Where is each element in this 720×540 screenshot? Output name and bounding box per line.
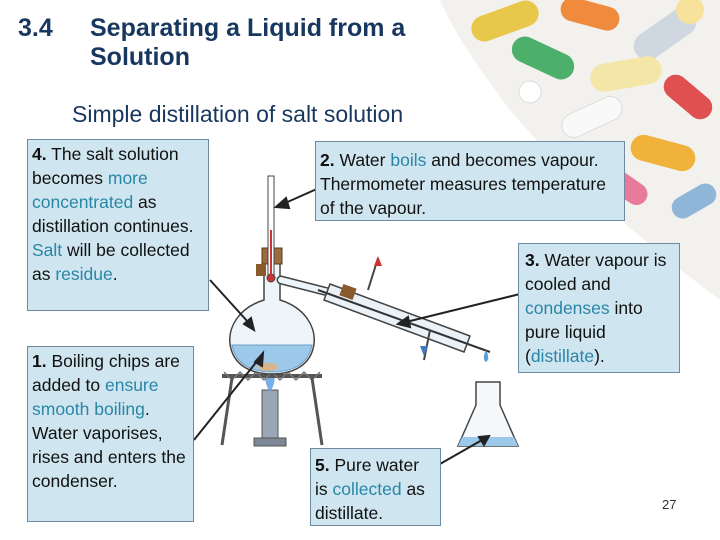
callout-step-5: 5. Pure water is collected as distillate… xyxy=(310,448,441,526)
callout-5-number: 5. xyxy=(315,455,330,475)
page-number: 27 xyxy=(662,497,677,512)
callout-step-4: 4. The salt solution becomes more concen… xyxy=(27,139,209,311)
slide-subtitle: Simple distillation of salt solution xyxy=(72,101,404,127)
callout-step-1: 1. Boiling chips are added to ensure smo… xyxy=(27,346,194,522)
callout-4-number: 4. xyxy=(32,144,47,164)
slide-title: Separating a Liquid from a Solution xyxy=(90,14,406,71)
callout-3-number: 3. xyxy=(525,250,540,270)
pill-decoration xyxy=(471,0,717,219)
callout-2-number: 2. xyxy=(320,150,335,170)
callout-step-2: 2. Water boils and becomes vapour. Therm… xyxy=(315,141,625,221)
section-number: 3.4 xyxy=(18,14,53,42)
callout-1-number: 1. xyxy=(32,351,47,371)
callout-step-3: 3. Water vapour is cooled and condenses … xyxy=(518,243,680,373)
